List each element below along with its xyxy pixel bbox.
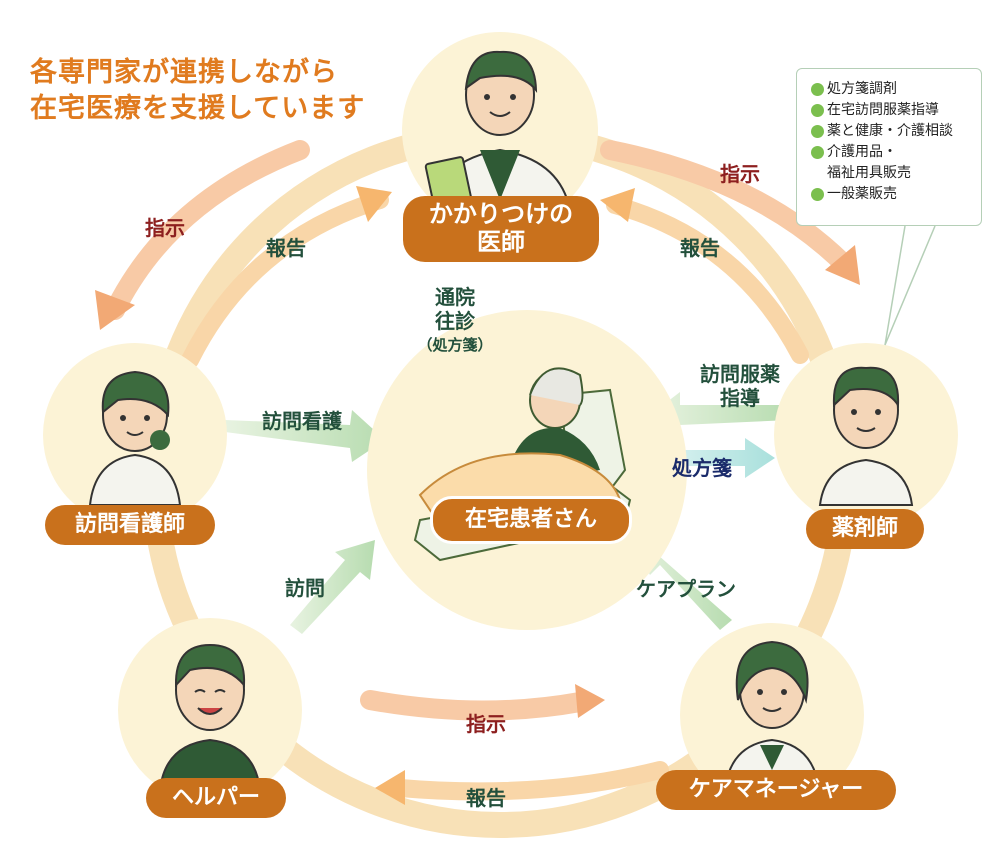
- arrow-report-manager-to-helper: [391, 761, 669, 801]
- pharmacy-service-item: 一般薬販売: [811, 184, 971, 205]
- arrow-nurse-to-patient: [225, 410, 385, 462]
- arrow-helper-to-patient: [290, 540, 375, 634]
- pharmacy-service-item: 福祉用具販売: [811, 163, 971, 184]
- label-patient-pharmacist: 処方箋: [672, 456, 732, 480]
- arrowhead-report-manager-to-helper: [375, 770, 405, 805]
- pharmacy-service-item: 在宅訪問服薬指導: [811, 100, 971, 121]
- pharmacy-service-item: 薬と健康・介護相談: [811, 121, 971, 142]
- label-pharmacist-patient-line1: 訪問服薬: [700, 362, 780, 386]
- pharmacy-service-text: 処方箋調剤: [827, 81, 897, 97]
- patient-label: 在宅患者さん: [430, 496, 632, 544]
- nurse-illustration: [88, 370, 182, 506]
- care-manager-label: ケアマネージャー: [656, 770, 896, 810]
- label-report-helper-manager: 報告: [466, 786, 506, 810]
- arrow-pharmacist-to-patient: [650, 392, 790, 438]
- label-pharmacist-patient-line2: 指導: [720, 386, 760, 410]
- arrow-patient-to-pharmacist: [650, 438, 775, 478]
- doctor-label-line2: 医師: [477, 228, 525, 256]
- pharmacy-service-text: 在宅訪問服薬指導: [827, 102, 939, 118]
- bullet-dot-icon: [811, 104, 824, 117]
- pharmacy-services-box: 処方箋調剤在宅訪問服薬指導薬と健康・介護相談介護用品・福祉用具販売一般薬販売: [796, 68, 982, 226]
- pharmacist-label: 薬剤師: [806, 509, 924, 549]
- pharmacy-service-text: 一般薬販売: [827, 186, 897, 202]
- bullet-dot-icon: [811, 83, 824, 96]
- nurse-label: 訪問看護師: [45, 505, 215, 545]
- helper-illustration: [158, 643, 262, 791]
- label-doctor-patient-line2: 往診: [435, 309, 475, 333]
- bullet-dot-icon: [811, 125, 824, 138]
- arrowhead-report-pharmacist-to-doctor: [600, 188, 635, 222]
- pharmacy-services-list: 処方箋調剤在宅訪問服薬指導薬と健康・介護相談介護用品・福祉用具販売一般薬販売: [811, 79, 971, 205]
- label-pharmacist-patient: 訪問服薬 指導: [685, 362, 795, 410]
- label-report-nurse-doctor: 報告: [266, 236, 306, 260]
- pharmacy-service-text: 福祉用具販売: [827, 165, 911, 181]
- arrowhead-instruct-doctor-to-nurse: [95, 290, 135, 330]
- helper-label: ヘルパー: [146, 778, 286, 818]
- label-instruct-manager-helper: 指示: [466, 712, 506, 736]
- doctor-label: かかりつけの 医師: [403, 196, 599, 262]
- label-doctor-patient-line3: （処方箋）: [417, 336, 493, 354]
- pharmacy-service-text: 薬と健康・介護相談: [827, 123, 953, 139]
- arrow-instruct-manager-to-helper: [360, 690, 590, 721]
- doctor-illustration: [424, 50, 572, 214]
- label-doctor-patient-line1: 通院: [435, 285, 475, 309]
- label-doctor-patient: 通院 往診 （処方箋）: [417, 285, 492, 357]
- label-instruct-doctor-pharmacist: 指示: [720, 162, 760, 186]
- arrow-report-pharmacist-to-doctor: [606, 196, 809, 364]
- label-manager-patient: ケアプラン: [636, 577, 736, 601]
- arrow-instruct-doctor-to-nurse: [105, 140, 310, 320]
- arrow-report-nurse-to-doctor: [181, 191, 389, 369]
- pharmacy-service-text: 介護用品・: [827, 144, 897, 160]
- title-line-2: 在宅医療を支援しています: [30, 93, 366, 124]
- label-helper-patient: 訪問: [285, 576, 325, 600]
- pharmacy-service-item: 処方箋調剤: [811, 79, 971, 100]
- pharmacy-service-item: 介護用品・: [811, 142, 971, 163]
- pharmacist-illustration: [818, 366, 914, 506]
- bullet-dot-icon: [811, 188, 824, 201]
- arrowhead-instruct-doctor-to-pharmacist: [825, 245, 860, 285]
- label-report-pharmacist-doctor: 報告: [680, 236, 720, 260]
- bullet-dot-icon: [811, 146, 824, 159]
- arrowhead-instruct-manager-to-helper: [575, 684, 605, 718]
- label-nurse-patient: 訪問看護: [262, 409, 342, 433]
- arrow-instruct-doctor-to-pharmacist: [600, 140, 855, 275]
- title-line-1: 各専門家が連携しながら: [30, 57, 338, 88]
- doctor-label-line1: かかりつけの: [428, 200, 574, 229]
- service-bubble-tail: [884, 225, 936, 346]
- label-instruct-doctor-nurse: 指示: [145, 216, 185, 240]
- arrowhead-report-nurse-to-doctor: [356, 186, 392, 222]
